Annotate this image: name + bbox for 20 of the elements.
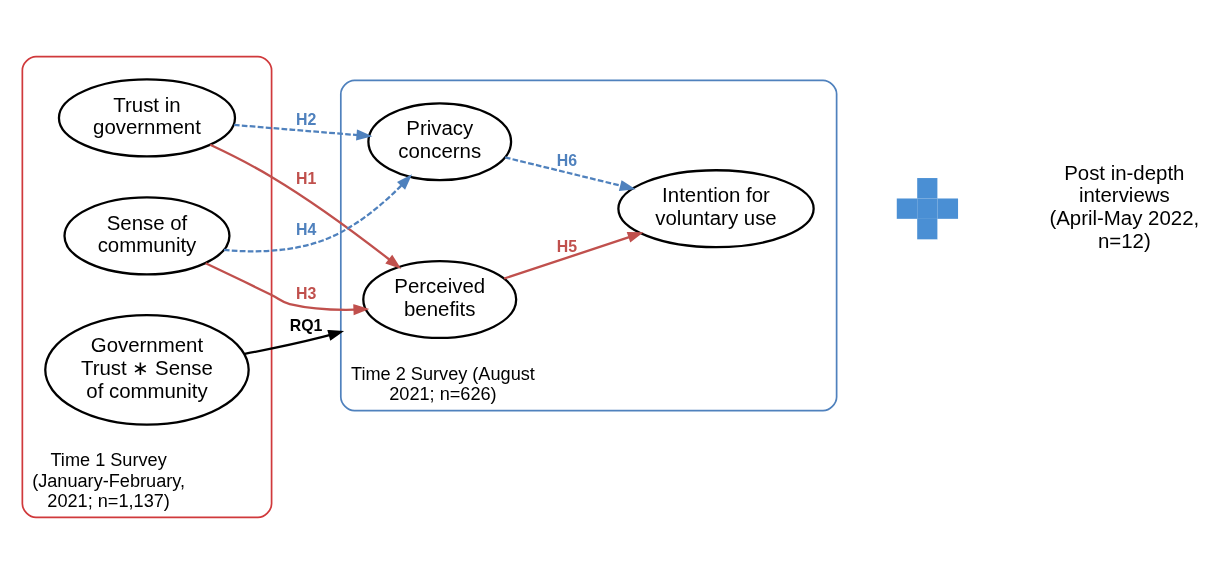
edge-label: H6 [556, 151, 578, 169]
arrow [209, 143, 402, 269]
arrow [205, 262, 370, 316]
arrow [223, 174, 413, 253]
node-ellipse: Privacy concerns [367, 102, 513, 182]
edge-label: RQ1 [289, 317, 323, 335]
arrow [504, 156, 636, 191]
node-ellipse: Sense of community [63, 196, 231, 276]
edge-label: H2 [295, 110, 317, 128]
edge-label: H5 [556, 238, 578, 256]
arrow [503, 232, 644, 280]
node-ellipse: Government Trust ∗ Sense of community [44, 314, 250, 426]
arrow [244, 329, 345, 355]
edge-label: H1 [295, 169, 317, 187]
arrow [234, 123, 373, 141]
edge-label: H3 [295, 284, 317, 302]
node-ellipse: Trust in government [57, 78, 237, 158]
node-ellipse: Perceived benefits [362, 259, 518, 340]
edge-label: H4 [295, 221, 317, 239]
label: Post in-depth interviews (April-May 2022, n=12) [1049, 161, 1200, 252]
